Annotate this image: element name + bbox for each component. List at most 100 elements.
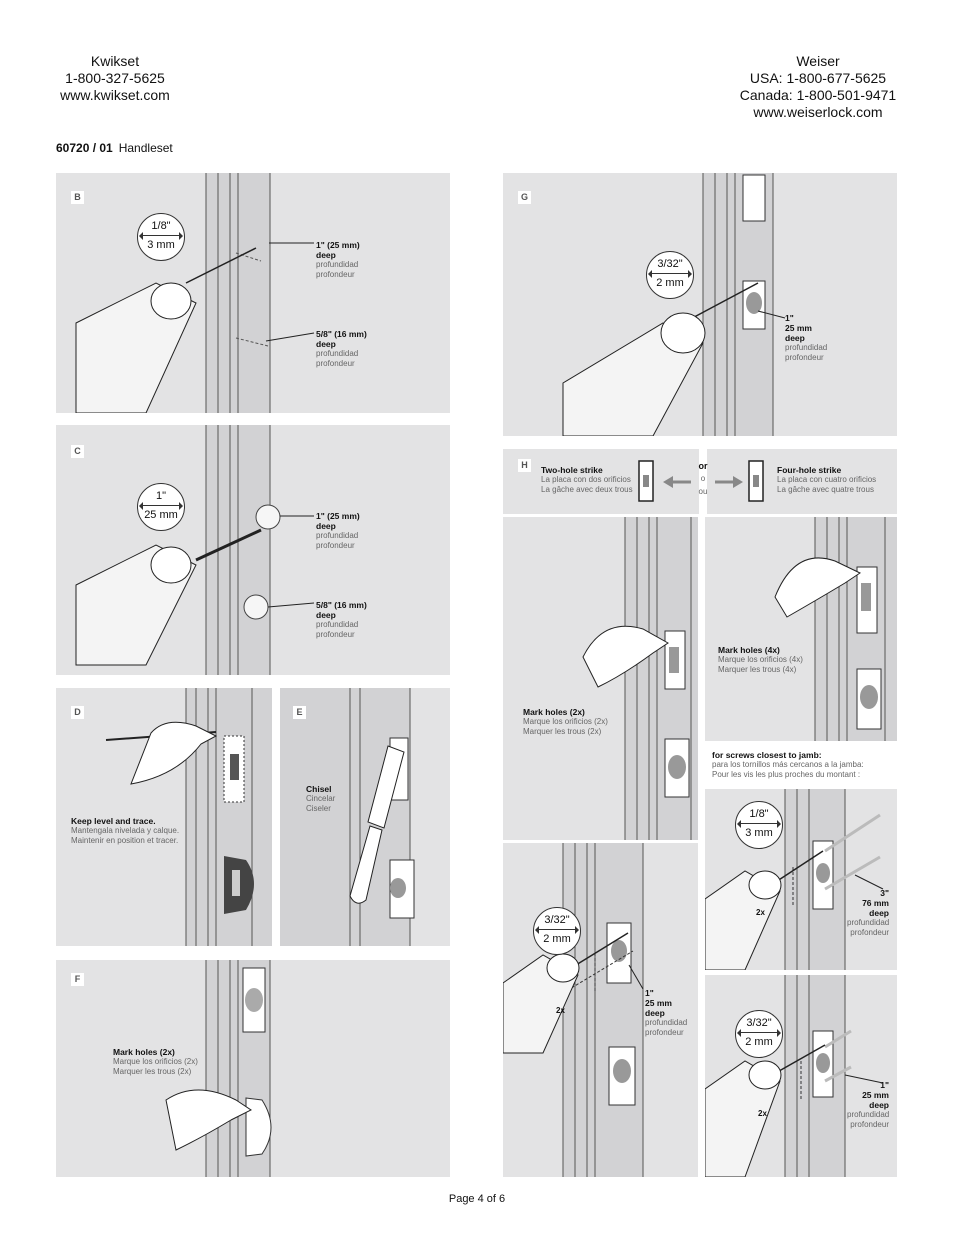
panel-e-illustration [280,688,415,946]
weiser-canada-phone: Canada: 1-800-501-9471 [739,87,897,103]
or-separator: or o ou [693,460,713,498]
depth-mm: 25 mm [862,1090,889,1100]
strike-fr: La gâche avec deux trous [541,485,633,494]
kwikset-phone: 1-800-327-5625 [65,70,165,86]
drill-bit-size-inches: 1/8" [749,808,769,820]
spade-bit-size-mm: 25 mm [144,509,178,521]
instruction-title: Keep level and trace. [71,816,156,826]
kwikset-brand: Kwikset [90,53,140,69]
depth-label: deep [316,339,336,349]
panel-b-illustration [75,173,315,413]
instruction-fr: Marquer les trous (2x) [523,727,602,736]
dimension-arrow [737,1029,781,1037]
depth-label: deep [869,1100,889,1110]
dimension-arrow [139,232,183,240]
strike-es: La placa con dos orificios [541,475,631,484]
depth-label: deep [645,1008,665,1018]
drill-bit-size-mm: 3 mm [745,827,773,839]
drill-bit-size-inches: 3/32" [657,258,683,270]
depth-fr: profondeur [645,1028,684,1037]
instruction-title: Mark holes (2x) [523,707,585,717]
depth-es: profundidad [847,918,890,927]
panel-h-drill-jamb-holes-pilot: 3/32" 2 mm 2x 1" 25 mm deep profundidad … [705,975,897,1177]
depth-value: 1" (25 mm) [316,240,360,250]
kwikset-contact: Kwikset 1-800-327-5625 www.kwikset.com [40,53,190,104]
depth-mm: 76 mm [862,898,889,908]
depth-es: profundidad [785,343,828,352]
depth-mm: 25 mm [645,998,672,1008]
instruction-es: Cincelar [306,794,336,803]
instruction-title: Mark holes (2x) [113,1047,175,1057]
depth-callout-upper: 1" (25 mm) deep profundidad profondeur [316,511,360,551]
panel-b-tag: B [71,191,84,204]
depth-value: 5/8" (16 mm) [316,329,367,339]
instruction-fr: Ciseler [306,804,331,813]
depth-inches: 1" [645,988,654,998]
instruction-fr: Marquer les trous (2x) [113,1067,192,1076]
drill-bit-size-callout: 1/8" 3 mm [137,213,185,261]
panel-e: E Chisel Cincelar Ciseler [280,688,450,946]
depth-inches: 1" [785,313,794,323]
instruction-title: Mark holes (4x) [718,645,780,655]
depth-es: profundidad [316,531,359,540]
depth-inches: 1" [880,1080,889,1090]
depth-callout: 1" 25 mm deep profundidad profondeur [645,988,687,1038]
mark-holes-instruction: Mark holes (2x) Marque los orificios (2x… [113,1047,198,1077]
panel-h2-illustration [774,517,897,741]
weiser-website: www.weiserlock.com [753,104,883,120]
depth-callout: 1" 25 mm deep profundidad profondeur [847,1080,889,1130]
panel-g-illustration [562,173,786,436]
or-fr: ou [698,487,708,496]
drill-bit-size-mm: 3 mm [147,239,175,251]
drill-bit-size-inches: 3/32" [544,914,570,926]
drill-bit-size-mm: 2 mm [656,277,684,289]
panel-e-tag: E [293,706,306,719]
mark-two-holes-instruction: Mark holes (2x) Marque los orificios (2x… [523,707,608,737]
kwikset-website: www.kwikset.com [60,87,170,103]
instruction-title: Chisel [306,784,332,794]
document-id: 60720 / 01 Handleset [56,141,173,155]
two-hole-strike-label: Two-hole strike La placa con dos orifici… [541,465,633,495]
drill-bit-size-callout: 3/32" 2 mm [735,1010,783,1058]
panel-f: F Mark holes (2x) Marque los orificios (… [56,960,450,1177]
panel-h4-illustration [705,789,884,970]
dimension-arrow [535,926,579,934]
panel-h-drill-jamb-holes: 1/8" 3 mm 2x 3" 76 mm deep profundidad p… [705,789,897,970]
jamb-screws-note: for screws closest to jamb: para los tor… [712,750,864,780]
or-es: o [700,474,706,483]
depth-label: deep [316,250,336,260]
dimension-arrow [737,820,781,828]
drill-bit-size-callout: 1/8" 3 mm [735,801,783,849]
depth-es: profundidad [316,260,359,269]
instruction-es: Marque los orificios (2x) [523,717,608,726]
panel-h-drill-two-holes: 3/32" 2 mm 2x 1" 25 mm deep profundidad … [503,843,698,1177]
panel-h5-illustration [705,975,884,1177]
document-number: 60720 / 01 [56,141,113,155]
depth-inches: 3" [880,888,889,898]
strike-fr: La gâche avec quatre trous [777,485,874,494]
mark-four-holes-instruction: Mark holes (4x) Marque los orificios (4x… [718,645,803,675]
instruction-es: Marque los orificios (2x) [113,1057,198,1066]
drill-bit-size-inches: 1/8" [151,220,171,232]
instruction-fr: Marquer les trous (4x) [718,665,797,674]
panel-h-mark-four-holes: Mark holes (4x) Marque los orificios (4x… [705,517,897,741]
depth-value: 5/8" (16 mm) [316,600,367,610]
depth-value: 1" (25 mm) [316,511,360,521]
note-fr: Pour les vis les plus proches du montant… [712,770,861,779]
depth-es: profundidad [847,1110,890,1119]
depth-fr: profondeur [850,928,889,937]
panel-d-illustration [105,688,272,946]
depth-label: deep [316,521,336,531]
document-title: Handleset [118,141,173,155]
panel-b: B 1/8" 3 mm 1" (25 mm) deep profundidad … [56,173,450,413]
depth-es: profundidad [316,620,359,629]
drill-bit-size-mm: 2 mm [543,933,571,945]
weiser-brand: Weiser [796,53,840,69]
drill-bit-size-mm: 2 mm [745,1036,773,1048]
panel-c-illustration [75,425,315,675]
drill-bit-size-callout: 3/32" 2 mm [533,907,581,955]
panel-h-header: H Two-hole strike La placa con dos orifi… [503,449,897,514]
depth-callout: 3" 76 mm deep profundidad profondeur [847,888,889,938]
depth-callout-lower: 5/8" (16 mm) deep profundidad profondeur [316,329,367,369]
depth-fr: profondeur [316,630,355,639]
